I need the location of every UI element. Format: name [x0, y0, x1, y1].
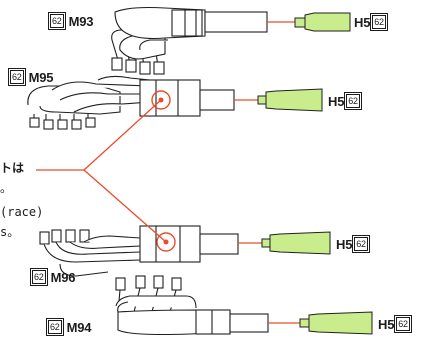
muffler-assembly-m93 — [111, 6, 268, 75]
tip-code: H5 — [378, 316, 395, 332]
ref-box: 62 — [48, 12, 66, 30]
ref-box: 62 — [370, 13, 388, 31]
label-m93-tip: H5 62 — [354, 13, 388, 31]
tip-m95 — [257, 88, 323, 112]
muffler-assembly-m94 — [115, 275, 269, 336]
note-line-4: s。 — [0, 225, 20, 239]
model-code: M95 — [28, 69, 54, 85]
muffler-assembly-m95 — [27, 75, 235, 130]
ref-box: 62 — [344, 92, 362, 110]
label-m94: 62 M94 — [46, 318, 92, 336]
label-m96: 62 M96 — [30, 268, 76, 286]
tip-m94 — [299, 311, 373, 335]
model-code: M93 — [68, 13, 94, 29]
model-code: M94 — [66, 319, 92, 335]
muffler-assembly-m96 — [39, 225, 239, 277]
ref-box: 62 — [46, 318, 64, 336]
note-line-1: トは — [0, 161, 25, 175]
label-m95: 62 M95 — [8, 68, 54, 86]
label-m96-tip: H5 62 — [336, 235, 370, 253]
label-m94-tip: H5 62 — [378, 315, 412, 333]
note-line-3: (race) — [0, 205, 44, 219]
tip-code: H5 — [328, 93, 345, 109]
model-code: M96 — [50, 269, 76, 285]
callout-leader — [36, 99, 167, 243]
tip-code: H5 — [354, 14, 371, 30]
tip-m93 — [294, 12, 351, 32]
tip-code: H5 — [336, 236, 353, 252]
ref-box: 62 — [8, 68, 26, 86]
ref-box: 62 — [352, 235, 370, 253]
ref-box: 62 — [394, 315, 412, 333]
tip-m96 — [261, 231, 331, 255]
note-line-2: 。 — [0, 181, 13, 195]
label-m93: 62 M93 — [48, 12, 94, 30]
ref-box: 62 — [30, 268, 48, 286]
label-m95-tip: H5 62 — [328, 92, 362, 110]
